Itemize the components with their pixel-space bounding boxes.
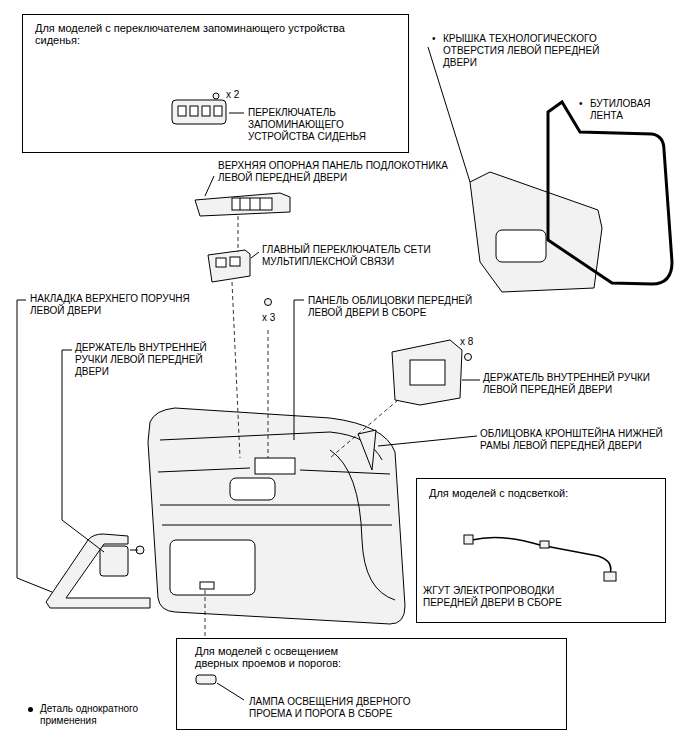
leader-line [462,380,480,381]
single-use-bullet: • [579,98,589,110]
holder-opening [410,360,445,385]
legend-entry: Деталь однократного применения [28,703,168,727]
switch-button [190,106,198,116]
seat-memory-switch [172,100,226,124]
screw [265,299,272,306]
part-label: ВЕРХНЯЯ ОПОРНАЯ ПАНЕЛЬ ПОДЛОКОТНИКА ЛЕВО… [218,160,480,184]
butyl-tape [548,102,672,284]
part-label: ГЛАВНЫЙ ПЕРЕКЛЮЧАТЕЛЬ СЕТИ МУЛЬТИПЛЕКСНО… [262,244,462,268]
part-label: БУТИЛОВАЯ ЛЕНТА [590,98,670,122]
legend-text: Деталь однократного применения [40,703,168,727]
screw [465,354,472,361]
service-hole-cover [470,172,602,292]
leader-lines [17,47,480,700]
multiplex-switch [208,250,250,282]
leader-line [229,113,244,114]
legend-swatch [28,707,33,712]
quantity-label: x 2 [226,89,256,101]
switch-button [214,106,222,116]
inner-handle-holder [100,546,128,576]
leader-line [378,436,477,446]
part-label: ОБЛИЦОВКА КРОНШТЕЙНА НИЖНЕЙ РАМЫ ЛЕВОЙ П… [480,428,672,452]
switch-recess [255,458,295,474]
leader-line [205,176,214,196]
part-label: ДЕРЖАТЕЛЬ ВНУТРЕННЕЙ РУЧКИ ЛЕВОЙ ПЕРЕДНЕ… [483,372,681,396]
assembly-line [330,400,398,458]
panel-detail [240,198,260,210]
panel-line [160,432,382,460]
part-label: НАКЛАДКА ВЕРХНЕГО ПОРУЧНЯ ЛЕВОЙ ДВЕРИ [30,293,220,317]
assembly-line [232,216,240,458]
courtesy-lamp [196,675,216,684]
part-label: ЛАМПА ОСВЕЩЕНИЯ ДВЕРНОГО ПРОЕМА И ПОРОГА… [249,696,449,720]
switch-button [202,106,210,116]
connector [604,572,616,581]
armrest-panel [195,193,290,216]
door-pocket [170,540,255,595]
part-label: ДЕРЖАТЕЛЬ ВНУТРЕННЕЙ РУЧКИ ЛЕВОЙ ПЕРЕДНЕ… [75,342,235,378]
switch-button [216,258,226,267]
handrail-cover [46,534,150,608]
connector [464,535,473,544]
assembly-line [268,330,269,458]
variant-box: Для моделей с подсветкой: ЖГУТ ЭЛЕКТРОПРО… [416,478,666,623]
part-label: ПЕРЕКЛЮЧАТЕЛЬ ЗАПОМИНАЮЩЕГО УСТРОЙСТВА С… [248,107,388,143]
cover-opening [496,230,546,262]
box-heading: Для моделей с подсветкой: [429,487,649,499]
leader-line [251,252,259,258]
part-label: ЖГУТ ЭЛЕКТРОПРОВОДКИ ПЕРЕДНЕЙ ДВЕРИ В СБ… [423,585,598,609]
lamp-opening [200,582,214,589]
panel-line [330,450,395,600]
handle-recess [230,478,275,500]
single-use-bullet: • [432,33,442,45]
variant-box: Для моделей с переключателем запоминающе… [22,14,409,153]
leader-line [62,350,104,552]
variant-box: Для моделей с освещением дверных проемов… [176,638,567,730]
leader-line [294,300,304,440]
quantity-label: x 8 [460,336,490,348]
part-label: ПАНЕЛЬ ОБЛИЦОВКИ ПЕРЕДНЕЙ ЛЕВОЙ ДВЕРИ В … [308,295,503,319]
leader-line [217,683,244,700]
bracket-trim [358,430,376,470]
wire-harness [472,537,611,574]
connector [540,541,549,548]
assembly-line [205,590,206,636]
panel-opening [232,198,272,210]
door-trim-panel [148,408,405,624]
leader-line [17,300,52,592]
inner-handle-holder [392,340,462,405]
screw [213,93,219,99]
armrest-line [160,505,392,525]
switch-button [230,257,240,266]
box-heading: Для моделей с освещением дверных проемов… [195,645,370,669]
box-heading: Для моделей с переключателем запоминающе… [35,22,365,46]
switch-button [178,106,186,116]
quantity-label: x 3 [262,312,292,324]
assembly-lines [205,216,398,636]
screw-shank [130,550,138,551]
part-label: КРЫШКА ТЕХНОЛОГИЧЕСКОГО ОТВЕРСТИЯ ЛЕВОЙ … [443,33,623,69]
